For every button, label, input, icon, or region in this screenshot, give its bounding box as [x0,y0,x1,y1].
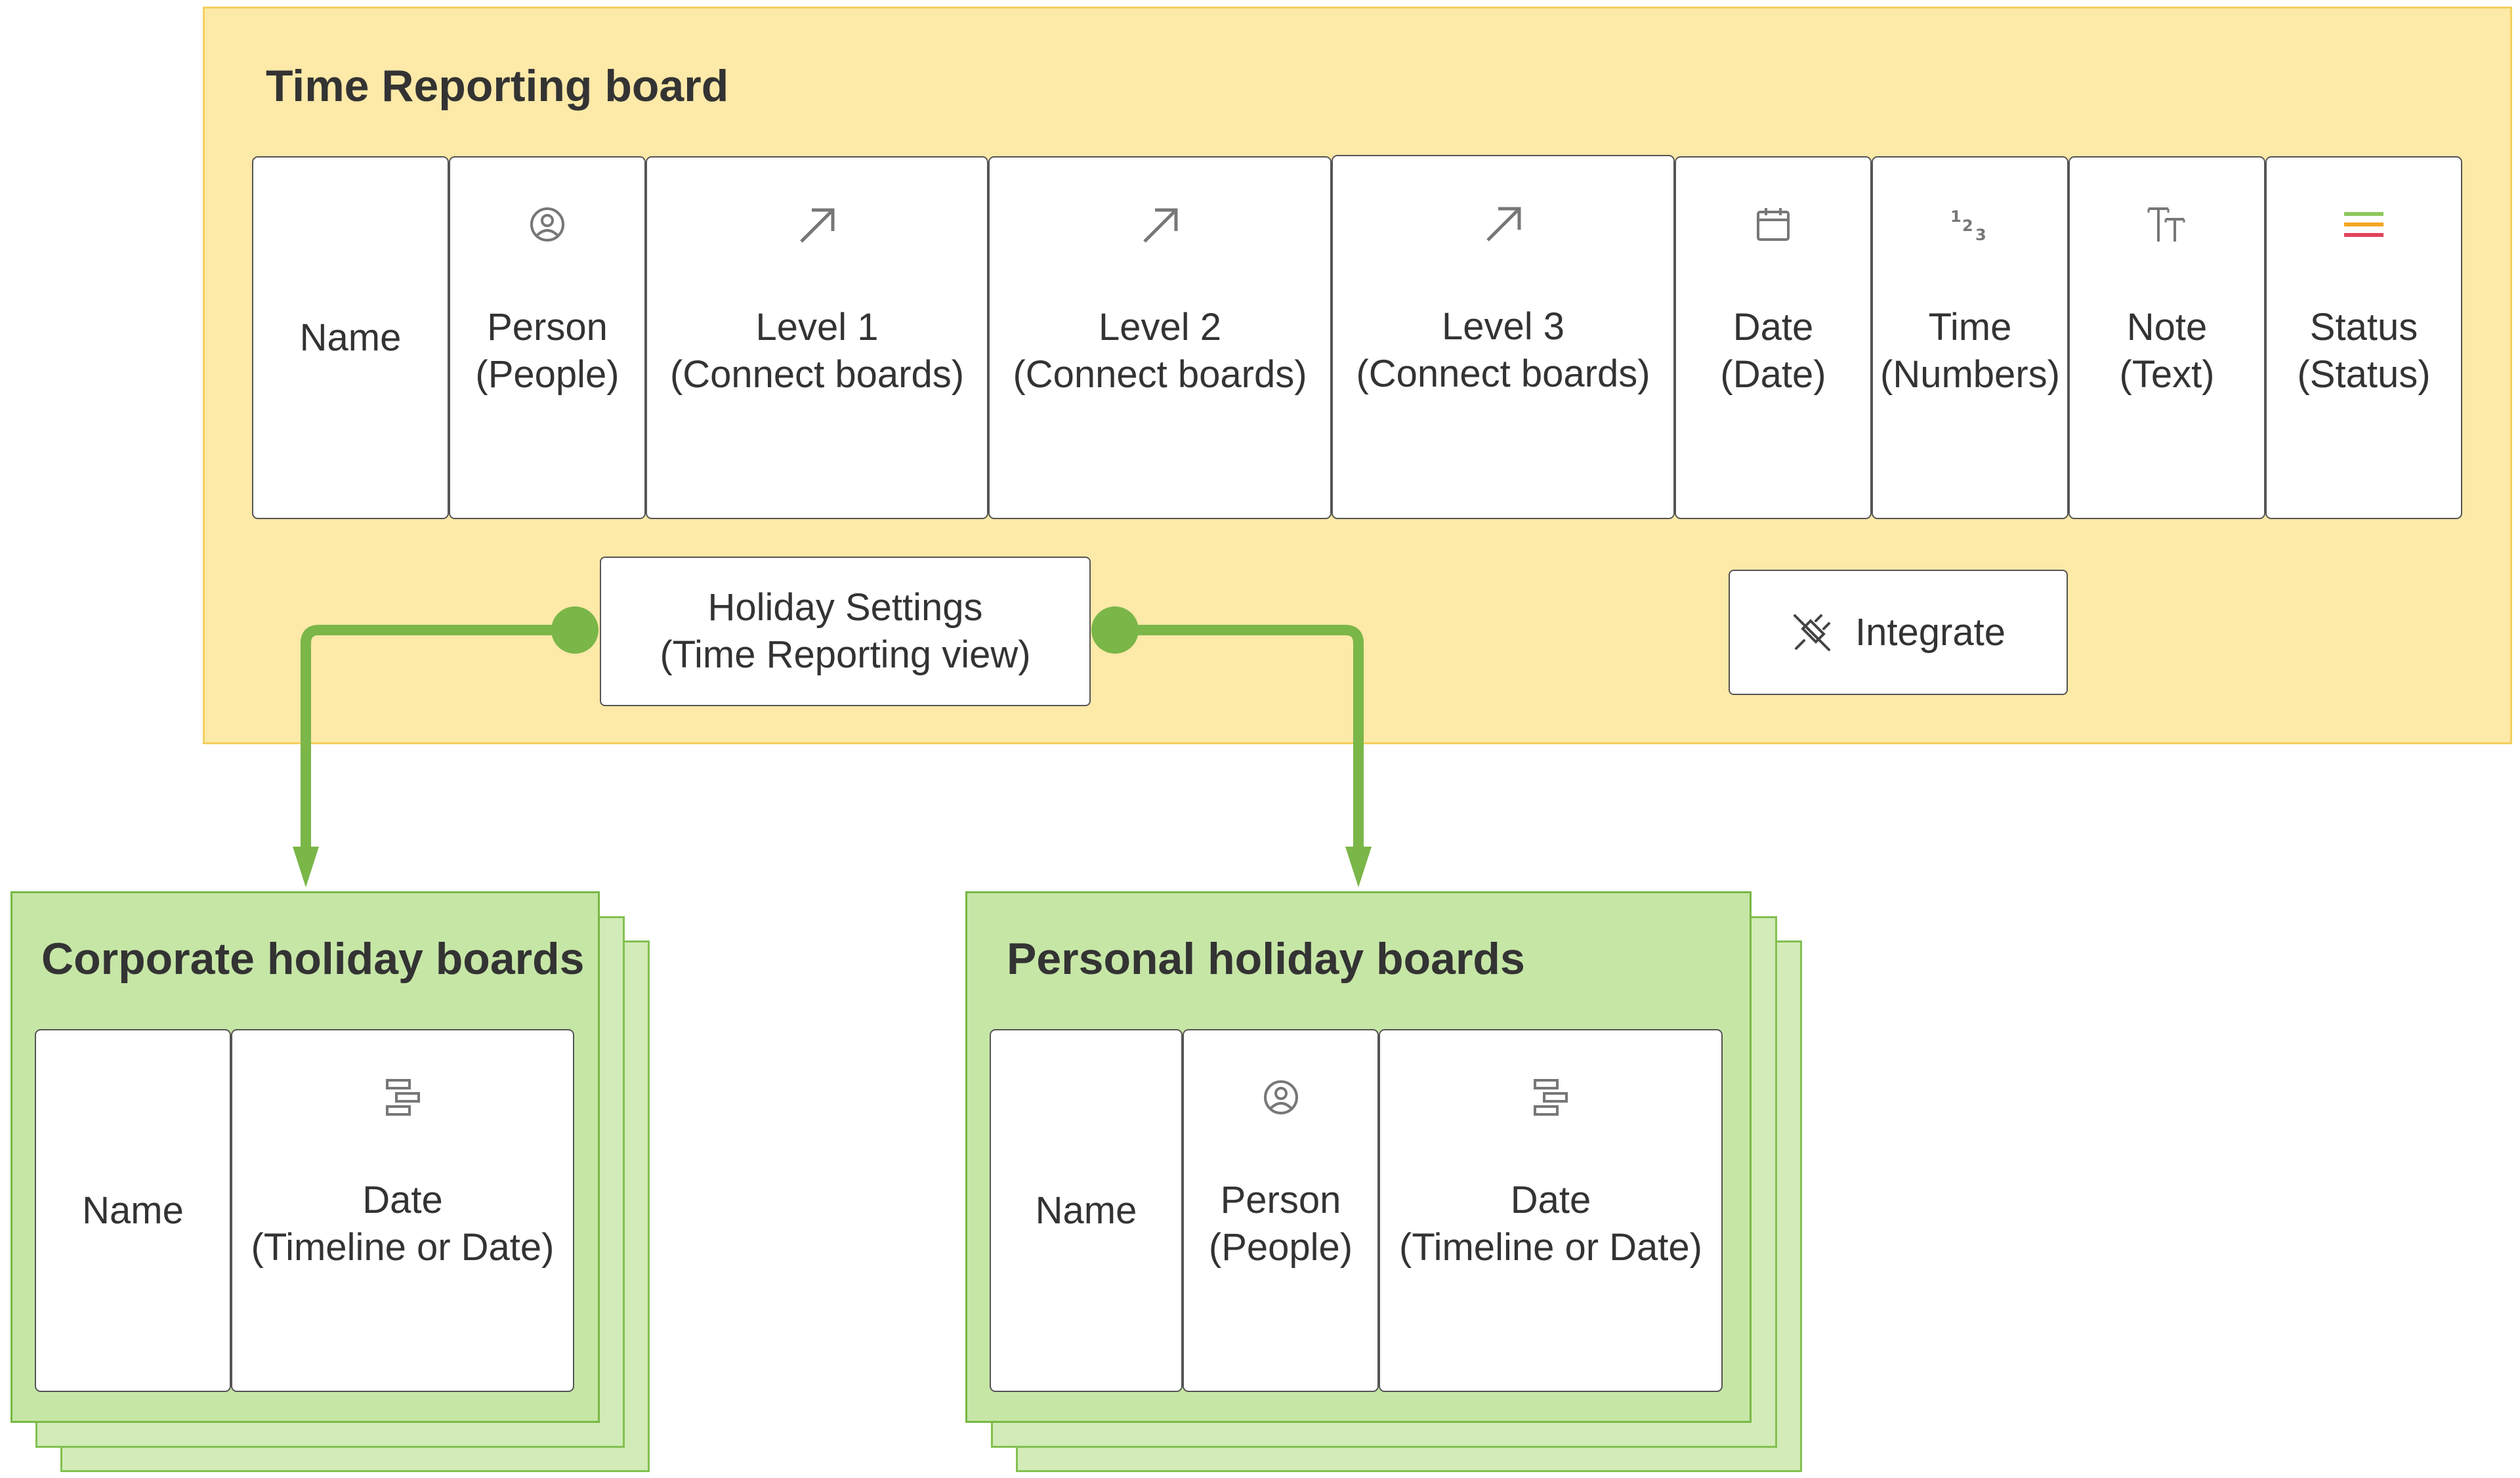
arrow-up-right-icon [1482,202,1524,244]
personal-column-name: Name [990,1029,1183,1392]
column-status-label: Status [2309,305,2418,348]
personal-holiday-boards-title: Personal holiday boards [1007,934,1525,984]
column-person: Person (People) [449,156,646,519]
personal-column-person-type: (People) [1208,1225,1353,1269]
holiday-settings-view[interactable]: Holiday Settings (Time Reporting view) [600,557,1091,706]
svg-text:1: 1 [1950,207,1962,226]
column-level-1-type: (Connect boards) [669,352,965,396]
corporate-column-date: Date (Timeline or Date) [231,1029,574,1392]
arrow-up-right-icon [1139,203,1181,245]
corporate-holiday-boards-title: Corporate holiday boards [41,934,585,984]
text-icon [2146,203,2188,245]
column-name-label: Name [299,316,402,359]
person-icon [526,203,568,245]
personal-column-date-type: (Timeline or Date) [1399,1225,1702,1269]
corporate-column-date-type: (Timeline or Date) [251,1225,555,1269]
corporate-column-date-label: Date [362,1178,443,1221]
integrate-label: Integrate [1855,610,2006,654]
column-level-3-label: Level 3 [1441,305,1565,348]
holiday-settings-title: Holiday Settings [707,586,983,629]
svg-text:2: 2 [1962,217,1973,235]
personal-column-date: Date (Timeline or Date) [1379,1029,1723,1392]
corporate-column-name: Name [35,1029,231,1392]
holiday-settings-subtitle: (Time Reporting view) [660,633,1031,676]
personal-column-date-label: Date [1510,1178,1591,1221]
column-date-label: Date [1732,305,1814,348]
timeline-icon [1530,1076,1572,1118]
plug-icon [1791,612,1833,654]
column-status: Status (Status) [2265,156,2462,519]
status-icon [2343,203,2385,245]
column-person-type: (People) [475,352,620,396]
column-time-label: Time [1928,305,2012,348]
calendar-icon [1752,203,1794,245]
personal-column-person: Person (People) [1183,1029,1379,1392]
column-note: Note (Text) [2068,156,2265,519]
column-person-label: Person [487,305,608,348]
column-status-type: (Status) [2297,352,2431,396]
connector-personal-line [1115,625,1364,853]
connector-personal-arrowhead [1345,847,1372,887]
connector-corporate-line [301,625,575,853]
column-time-type: (Numbers) [1880,352,2060,396]
column-note-label: Note [2126,305,2208,348]
time-reporting-board-title: Time Reporting board [266,61,729,111]
column-level-3-type: (Connect boards) [1356,352,1650,395]
personal-column-person-label: Person [1220,1178,1341,1221]
connector-corporate-arrowhead [293,847,319,887]
column-name: Name [252,156,449,519]
column-level-3: Level 3 (Connect boards) [1332,155,1675,519]
column-level-2-type: (Connect boards) [1013,352,1307,396]
integrate-button[interactable]: Integrate [1729,570,2068,695]
timeline-icon [382,1076,424,1118]
personal-column-name-label: Name [1035,1189,1137,1232]
column-level-1-label: Level 1 [755,305,879,348]
svg-text:3: 3 [1975,226,1986,244]
column-level-2-label: Level 2 [1098,305,1222,348]
corporate-column-name-label: Name [82,1189,184,1232]
column-date-type: (Date) [1720,352,1826,396]
column-level-2: Level 2 (Connect boards) [988,156,1332,519]
arrow-up-right-icon [796,203,838,245]
column-note-type: (Text) [2119,352,2215,396]
column-level-1: Level 1 (Connect boards) [646,156,988,519]
connector-personal-dot [1091,606,1139,654]
column-date: Date (Date) [1675,156,1872,519]
connector-corporate-dot [551,606,598,654]
person-icon [1260,1076,1302,1118]
